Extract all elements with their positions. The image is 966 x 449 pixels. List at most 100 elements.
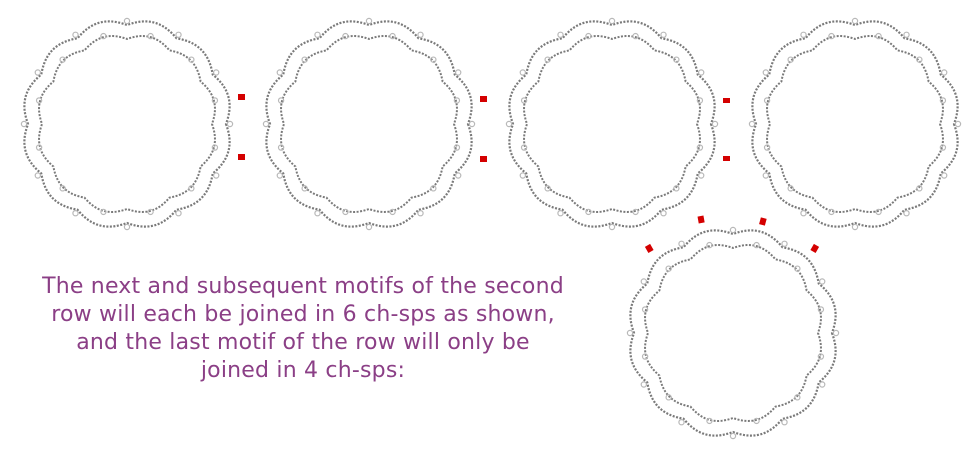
- picot: [678, 240, 685, 247]
- inner-chain-ring: [766, 35, 944, 213]
- inner-chain-ring: [280, 35, 458, 213]
- picot: [698, 172, 705, 179]
- motif-row1-4: [748, 17, 962, 231]
- picot: [678, 419, 685, 426]
- picot: [34, 172, 42, 179]
- picot: [342, 32, 349, 40]
- picot: [875, 32, 882, 40]
- picot: [665, 265, 672, 272]
- picot: [632, 208, 639, 216]
- picot: [211, 97, 219, 104]
- picot: [519, 172, 527, 179]
- join-markers: [238, 94, 820, 253]
- picot: [72, 31, 79, 39]
- picot: [453, 144, 461, 151]
- picot: [544, 56, 551, 63]
- picot: [748, 120, 756, 128]
- picot: [453, 97, 461, 104]
- picot: [673, 185, 680, 192]
- picot: [608, 223, 616, 231]
- picot: [59, 185, 66, 192]
- picot: [72, 209, 79, 217]
- inner-chain-ring: [644, 244, 822, 422]
- motif-row1-3: [505, 17, 719, 231]
- picot: [417, 209, 424, 217]
- picot: [59, 56, 66, 63]
- picot: [787, 185, 794, 192]
- picot: [800, 209, 807, 217]
- picot: [941, 69, 948, 76]
- picot: [175, 31, 182, 39]
- picot: [417, 31, 424, 39]
- picot: [20, 120, 28, 128]
- picot: [916, 56, 923, 63]
- picot: [875, 208, 882, 216]
- picot: [665, 394, 672, 401]
- picot: [520, 144, 528, 151]
- picot: [660, 209, 667, 217]
- outer-chain-ring: [23, 20, 231, 228]
- picot: [632, 32, 639, 40]
- picot: [819, 381, 826, 388]
- join-marker: [759, 217, 767, 226]
- picot: [762, 69, 770, 76]
- picot: [226, 120, 234, 128]
- picot: [832, 329, 840, 337]
- join-marker: [238, 94, 245, 100]
- picot: [585, 32, 592, 40]
- picot: [585, 208, 592, 216]
- join-marker: [697, 215, 705, 224]
- picot: [800, 31, 807, 39]
- picot: [212, 172, 220, 179]
- join-marker: [480, 156, 487, 162]
- picot: [389, 208, 396, 216]
- picot: [828, 32, 835, 40]
- picot: [640, 278, 648, 285]
- picot: [673, 56, 680, 63]
- picot: [123, 17, 131, 25]
- picot: [729, 226, 737, 234]
- picot: [828, 208, 835, 216]
- picot: [939, 97, 947, 104]
- picot: [941, 172, 948, 179]
- picot: [100, 208, 107, 216]
- picot: [455, 69, 462, 76]
- picot: [706, 417, 713, 425]
- join-marker: [810, 243, 820, 253]
- picot: [763, 144, 771, 151]
- picot: [314, 31, 321, 39]
- picot: [729, 432, 737, 440]
- picot: [175, 209, 182, 217]
- picot: [520, 97, 528, 104]
- picot: [557, 209, 564, 217]
- motif-row2-1: [626, 226, 840, 440]
- picot: [301, 56, 308, 63]
- picot: [35, 144, 43, 151]
- picot: [641, 353, 649, 360]
- picot: [276, 172, 283, 179]
- picot: [365, 17, 373, 25]
- picot: [277, 97, 285, 104]
- picot: [430, 56, 437, 63]
- caption-line-2: row will each be joined in 6 ch-sps as s…: [51, 302, 555, 327]
- picot: [35, 97, 43, 104]
- picot: [781, 419, 788, 426]
- motif-row1-2: [262, 17, 476, 231]
- picot: [794, 265, 801, 272]
- picot: [660, 31, 667, 39]
- picot: [212, 69, 220, 76]
- picot: [762, 172, 770, 179]
- outer-chain-ring: [751, 20, 959, 228]
- picot: [698, 69, 705, 76]
- picot: [711, 120, 719, 128]
- motif-row1-1: [20, 17, 234, 231]
- picot: [819, 278, 826, 285]
- picot: [706, 241, 713, 249]
- picot: [455, 172, 462, 179]
- picot: [188, 185, 195, 192]
- picot: [34, 69, 42, 76]
- picot: [903, 209, 910, 217]
- picot: [342, 208, 349, 216]
- picot: [608, 17, 616, 25]
